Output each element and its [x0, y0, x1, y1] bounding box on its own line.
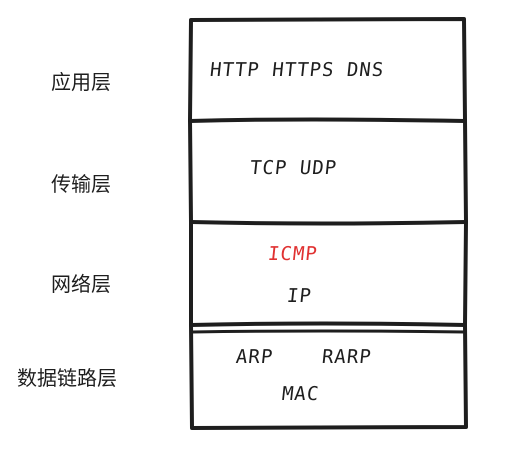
protocols-application: HTTP HTTPS DNS	[208, 59, 386, 81]
layer-label-network: 网络层	[51, 272, 111, 296]
layer-label-application: 应用层	[51, 70, 111, 94]
protocol-arp: ARP	[234, 346, 275, 368]
layer-label-transport: 传输层	[51, 172, 111, 196]
divider-application-transport	[188, 117, 467, 123]
divider-transport-network	[189, 220, 468, 226]
divider-network-datalink-double	[190, 329, 467, 334]
layer-label-data-link: 数据链路层	[17, 366, 117, 390]
protocol-ip: IP	[285, 285, 314, 307]
stack-outer-border	[188, 17, 468, 430]
divider-network-datalink	[189, 321, 467, 327]
protocol-rarp: RARP	[320, 346, 373, 368]
protocols-transport: TCP UDP	[248, 157, 339, 179]
protocol-icmp: ICMP	[266, 243, 319, 265]
protocol-mac: MAC	[280, 383, 321, 405]
